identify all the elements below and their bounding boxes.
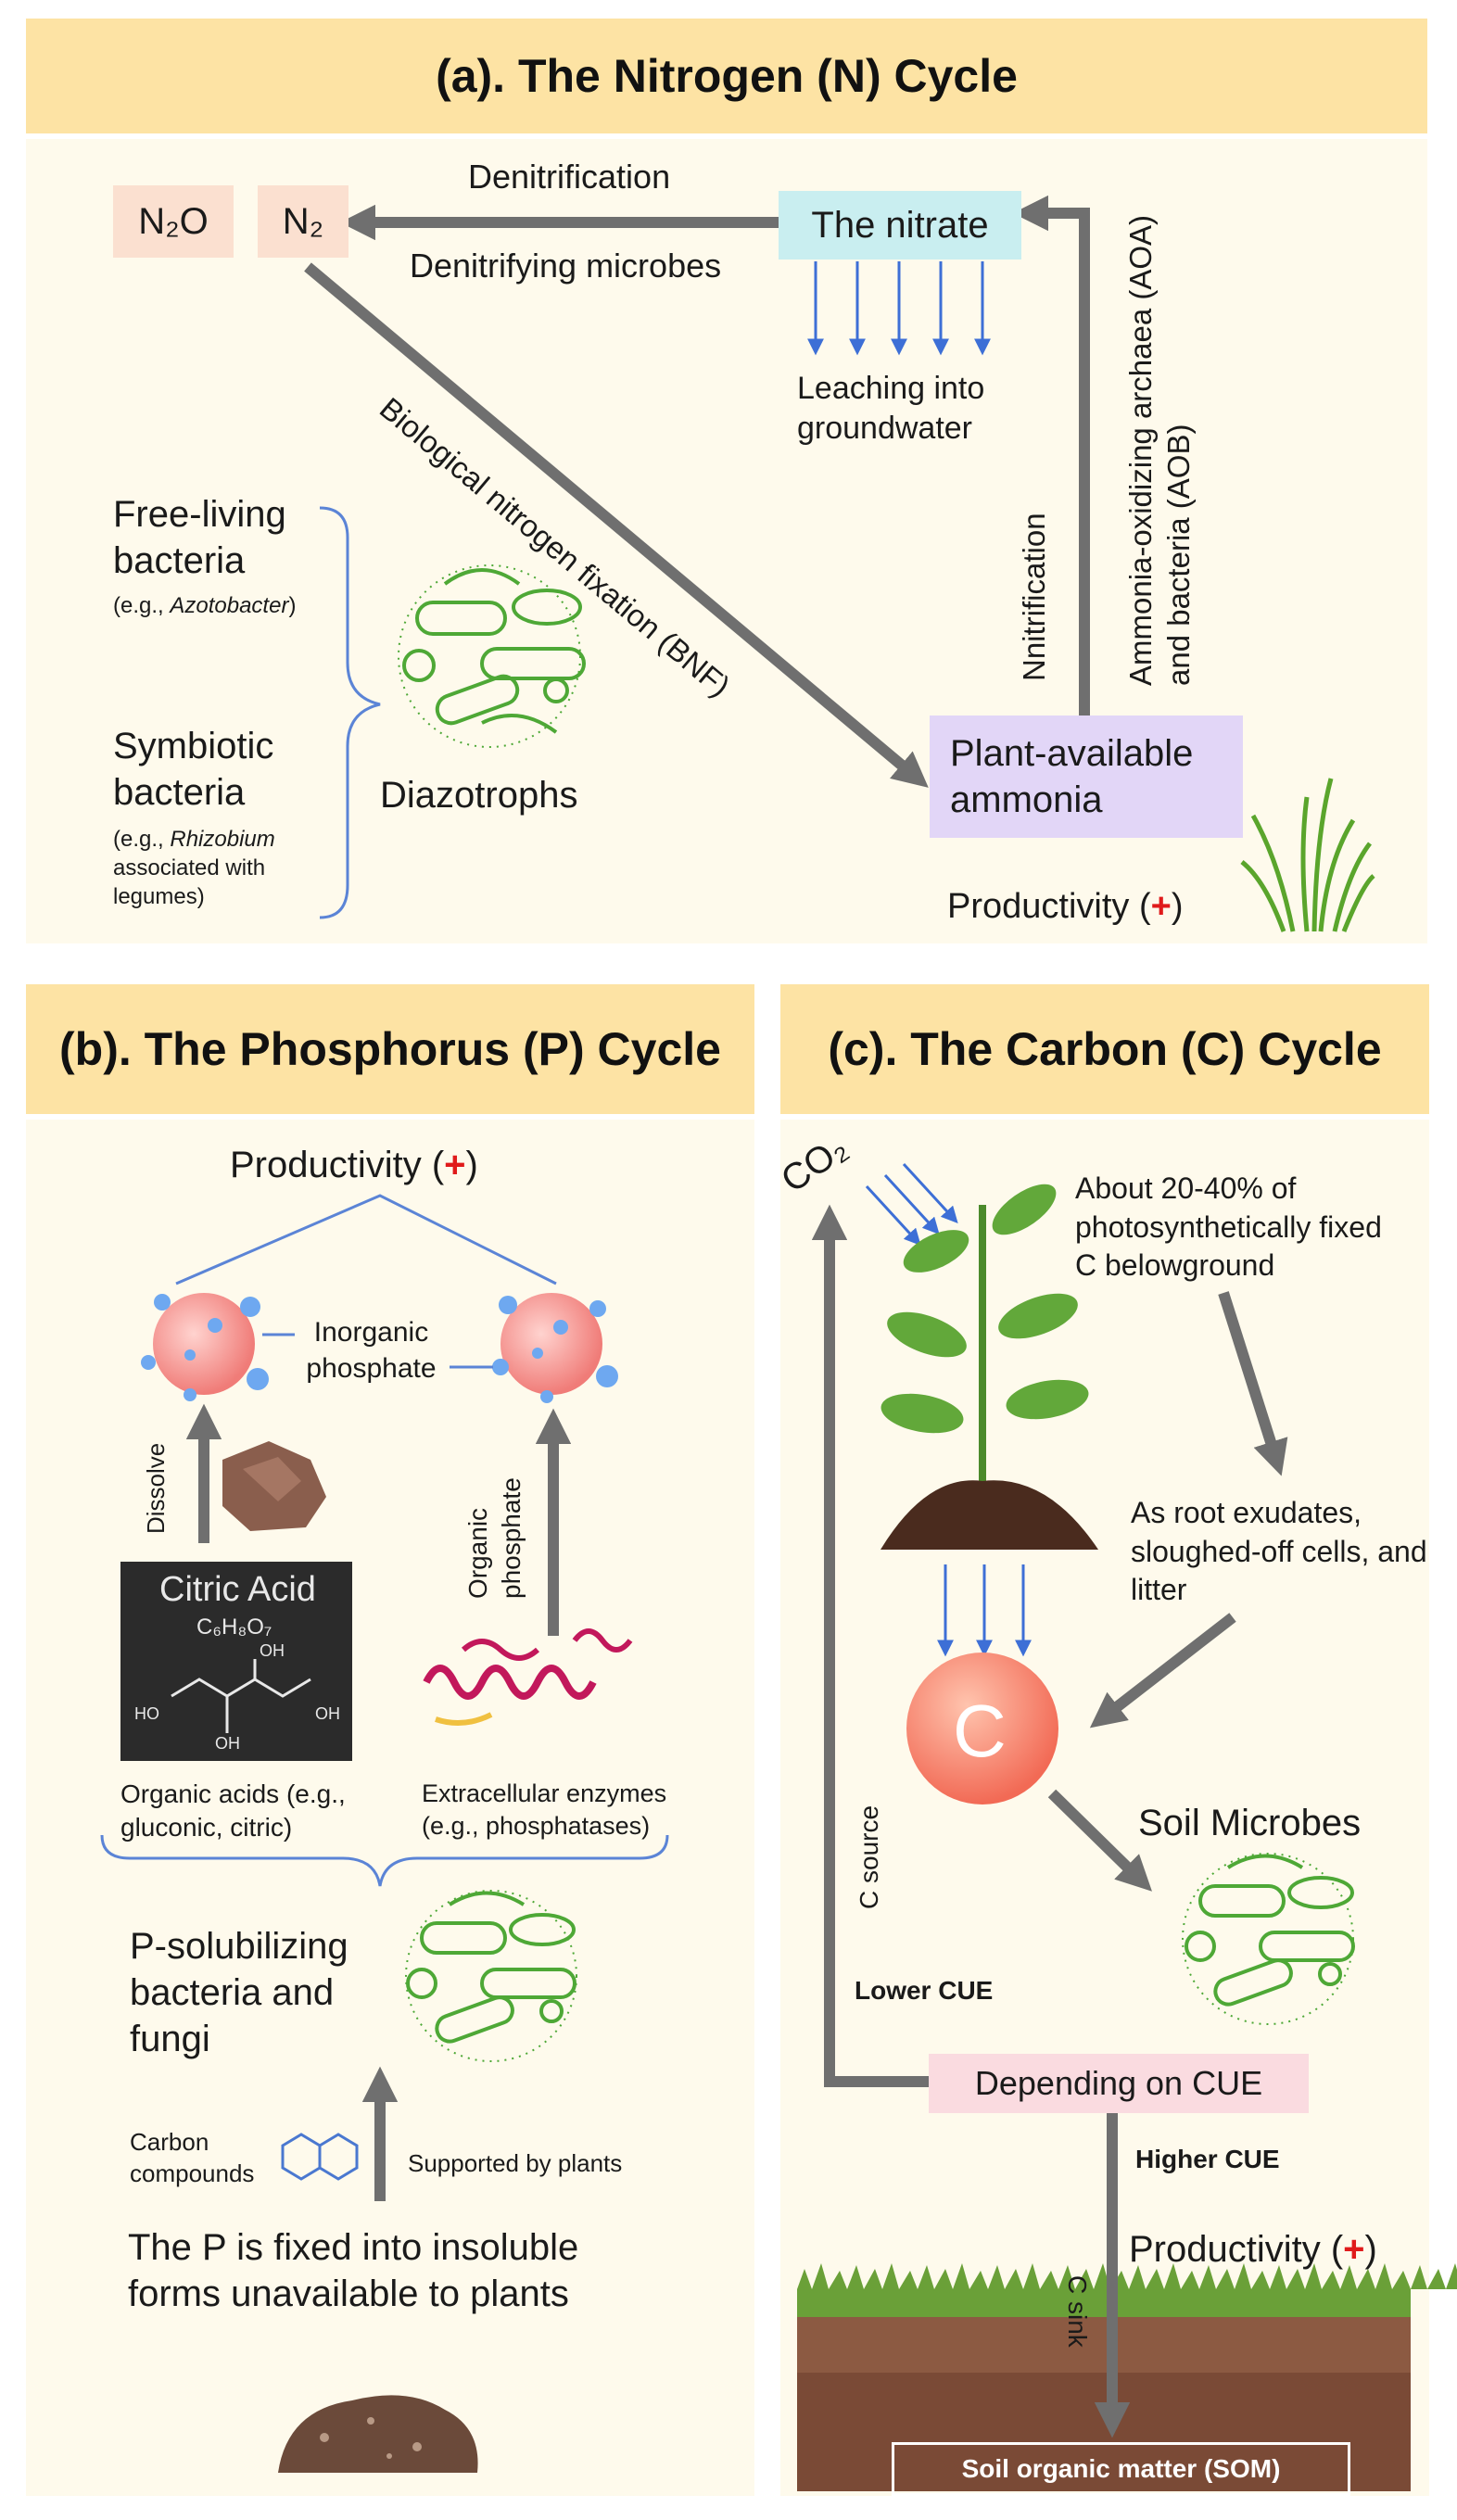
citric-oh-bottom: OH	[215, 1734, 240, 1753]
enzymes-label: Extracellular enzymes (e.g., phosphatase…	[422, 1779, 667, 1841]
organic-phosphate-label: Organic phosphate	[463, 1477, 526, 1599]
p-productivity-plus: +	[444, 1145, 466, 1185]
free-living-eg-suffix: )	[288, 593, 297, 618]
p-productivity-text: Productivity (	[230, 1145, 445, 1185]
carbon-title-bar: (c). The Carbon (C) Cycle	[780, 984, 1429, 1114]
co2-arrows	[865, 1162, 958, 1246]
depending-cue-box: Depending on CUE	[929, 2054, 1309, 2113]
p-fixed-label: The P is fixed into insoluble forms unav…	[128, 2227, 579, 2314]
nitrate-label: The nitrate	[811, 204, 989, 246]
nitrogen-title-bar: (a). The Nitrogen (N) Cycle	[26, 19, 1427, 133]
inorganic-phosphate-right-icon	[492, 1293, 618, 1403]
c-productivity-plus: +	[1343, 2229, 1365, 2270]
free-living-eg-prefix: (e.g.,	[113, 593, 171, 618]
phosphate-connector-lines	[262, 1333, 493, 1369]
symbiotic-eg-prefix: (e.g.,	[113, 827, 171, 852]
root-arrows	[937, 1564, 1032, 1657]
symbiotic-eg-rest: associated with legumes)	[113, 855, 266, 910]
citric-oh-right: OH	[315, 1704, 340, 1723]
plant-icon	[881, 1184, 1098, 1550]
ammonia-label: Plant-available ammonia	[950, 733, 1194, 820]
exudate-arrow	[1089, 1613, 1236, 1729]
belowground-arrow	[1218, 1291, 1288, 1476]
som-label: Soil organic matter (SOM)	[961, 2454, 1281, 2483]
symbiotic-example: (e.g., Rhizobium associated with legumes…	[113, 825, 326, 912]
inorganic-phosphate-label: Inorganic phosphate	[306, 1317, 437, 1384]
depending-cue-label: Depending on CUE	[974, 2064, 1263, 2102]
lower-cue-label: Lower CUE	[855, 1976, 994, 2005]
phosphorus-title-bar: (b). The Phosphorus (P) Cycle	[26, 984, 754, 1114]
psb-label: P-solubilizing bacteria and fungi	[130, 1926, 348, 2059]
soil-pile-icon	[278, 2395, 478, 2473]
free-living-example: (e.g., Azotobacter)	[113, 591, 296, 620]
c-ball-label: C	[953, 1690, 1007, 1772]
aoa-aob-label: Ammonia-oxidizing archaea (AOA) and bact…	[1123, 214, 1197, 686]
inorganic-phosphate-left-icon	[141, 1293, 269, 1401]
n2o-label: N₂O	[138, 200, 209, 242]
microbe-arrow	[1047, 1789, 1152, 1892]
symbiotic-eg-name: Rhizobium	[170, 827, 275, 852]
free-living-label: Free-living bacteria	[113, 494, 286, 581]
grass-icon	[1240, 778, 1375, 932]
free-living-eg-name: Azotobacter	[170, 593, 289, 618]
enzyme-protein-icon	[423, 1628, 633, 1726]
c-sink-label: C sink	[1063, 2275, 1092, 2348]
higher-cue-label: Higher CUE	[1135, 2145, 1280, 2173]
rock-icon	[222, 1441, 326, 1531]
carbon-compound-icon	[281, 2133, 359, 2181]
organic-acids-label: Organic acids (e.g., gluconic, citric)	[120, 1779, 346, 1843]
nitrification-label: Nnitrification	[1017, 513, 1051, 681]
citric-ho-left: HO	[134, 1704, 159, 1723]
denitrifying-microbes-label: Denitrifying microbes	[410, 247, 722, 285]
dissolve-label: Dissolve	[142, 1442, 170, 1534]
brace-diazotroph	[319, 506, 381, 919]
n2-label: N₂	[282, 200, 324, 242]
c-productivity-close: )	[1364, 2229, 1377, 2270]
n2o-box: N₂O	[113, 185, 234, 258]
exudates-label: As root exudates, sloughed-off cells, an…	[1131, 1496, 1427, 1607]
som-box: Soil organic matter (SOM)	[892, 2442, 1350, 2496]
c-source-arrow	[811, 1204, 931, 2087]
soil-microbes-icon	[1182, 1853, 1355, 2025]
carbon-compounds-label: Carbon compounds	[130, 2128, 255, 2187]
fraction-label: About 20-40% of photosynthetically fixed…	[1075, 1171, 1382, 1283]
denitrification-label: Denitrification	[468, 158, 671, 196]
leaching-arrows	[807, 261, 991, 356]
nitrification-arrow	[1012, 195, 1090, 728]
n-productivity-plus: +	[1150, 887, 1172, 926]
psb-microbes-icon	[405, 1890, 577, 2062]
nitrate-box: The nitrate	[779, 191, 1021, 260]
productivity-tree-lines	[175, 1194, 557, 1285]
diazotroph-microbes-icon	[398, 564, 586, 748]
diazotrophs-label: Diazotrophs	[380, 775, 578, 816]
symbiotic-label: Symbiotic bacteria	[113, 726, 274, 813]
n2-box: N₂	[258, 185, 348, 258]
p-productivity-close: )	[465, 1145, 478, 1185]
phosphorus-panel	[26, 1120, 754, 2496]
phosphorus-title: (b). The Phosphorus (P) Cycle	[59, 1023, 721, 1075]
n-productivity-label: Productivity (+)	[947, 885, 1183, 930]
carbon-title: (c). The Carbon (C) Cycle	[828, 1023, 1382, 1075]
p-productivity-label: Productivity (+)	[230, 1142, 478, 1188]
n-productivity-close: )	[1171, 887, 1184, 926]
n-productivity-text: Productivity (	[947, 887, 1151, 926]
leaching-label: Leaching into groundwater	[797, 371, 985, 446]
citric-acid-board	[120, 1562, 352, 1761]
c-productivity-text: Productivity (	[1129, 2229, 1344, 2270]
ammonia-box: Plant-available ammonia	[930, 715, 1243, 838]
soil-ground	[797, 2263, 1457, 2491]
carbon-panel	[780, 1120, 1429, 2496]
c-source-label: C source	[855, 1805, 883, 1909]
citric-acid-title: Citric Acid	[159, 1570, 316, 1609]
supported-label: Supported by plants	[408, 2149, 623, 2177]
carbon-ball-icon	[906, 1653, 1058, 1805]
soil-microbes-label: Soil Microbes	[1138, 1803, 1362, 1843]
bnf-arrow	[304, 262, 929, 788]
nitrogen-title: (a). The Nitrogen (N) Cycle	[436, 50, 1018, 102]
brace-p	[100, 1834, 669, 1887]
c-productivity-label: Productivity (+)	[1129, 2226, 1377, 2273]
citric-formula: C₆H₈O₇	[196, 1615, 272, 1640]
citric-oh-top: OH	[260, 1641, 285, 1660]
